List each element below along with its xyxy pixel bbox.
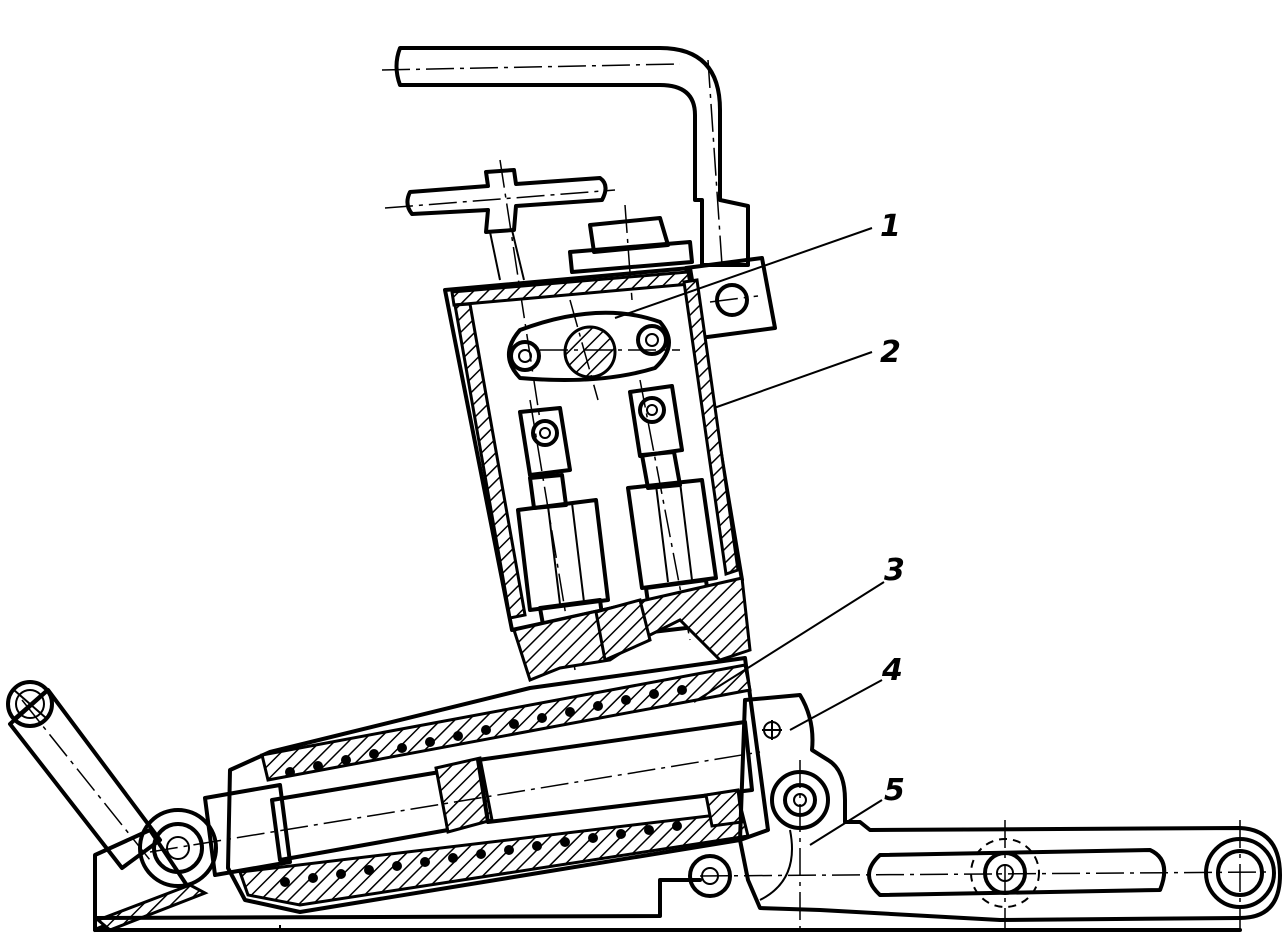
top-handle <box>381 46 750 267</box>
left-lever <box>6 680 162 870</box>
right-hinge <box>688 693 1282 922</box>
callout-5: 5 <box>884 773 905 808</box>
right-arm <box>699 760 1276 930</box>
base-plate <box>93 828 1242 932</box>
cam-plate <box>507 299 680 401</box>
callout-3: 3 <box>884 553 905 588</box>
leader-lines <box>614 227 885 846</box>
t-handle <box>384 159 616 421</box>
cassette-housing <box>443 266 744 632</box>
cassette-base-block <box>512 576 752 682</box>
callout-2: 2 <box>880 335 901 370</box>
spring-coils-top <box>285 685 687 777</box>
spring-cylinder <box>149 656 770 914</box>
callout-1: 1 <box>880 209 901 244</box>
callout-4: 4 <box>881 653 903 688</box>
spring-coils-bottom <box>280 821 682 887</box>
